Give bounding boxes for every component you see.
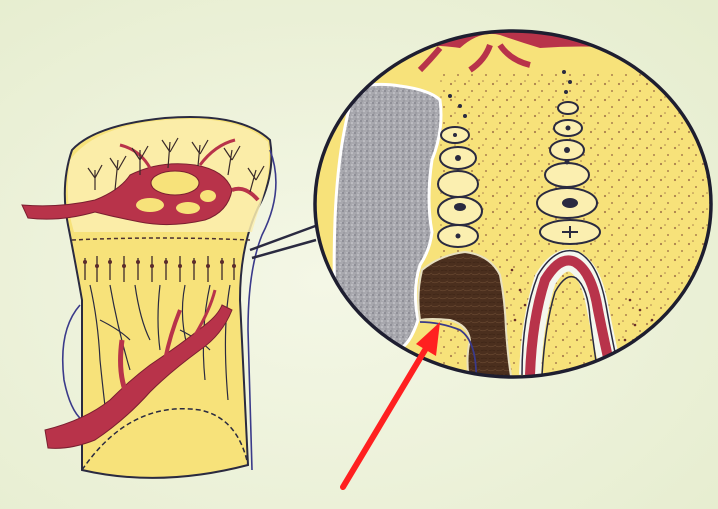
bone-diagram — [0, 0, 718, 509]
diagram-canvas — [0, 0, 718, 509]
